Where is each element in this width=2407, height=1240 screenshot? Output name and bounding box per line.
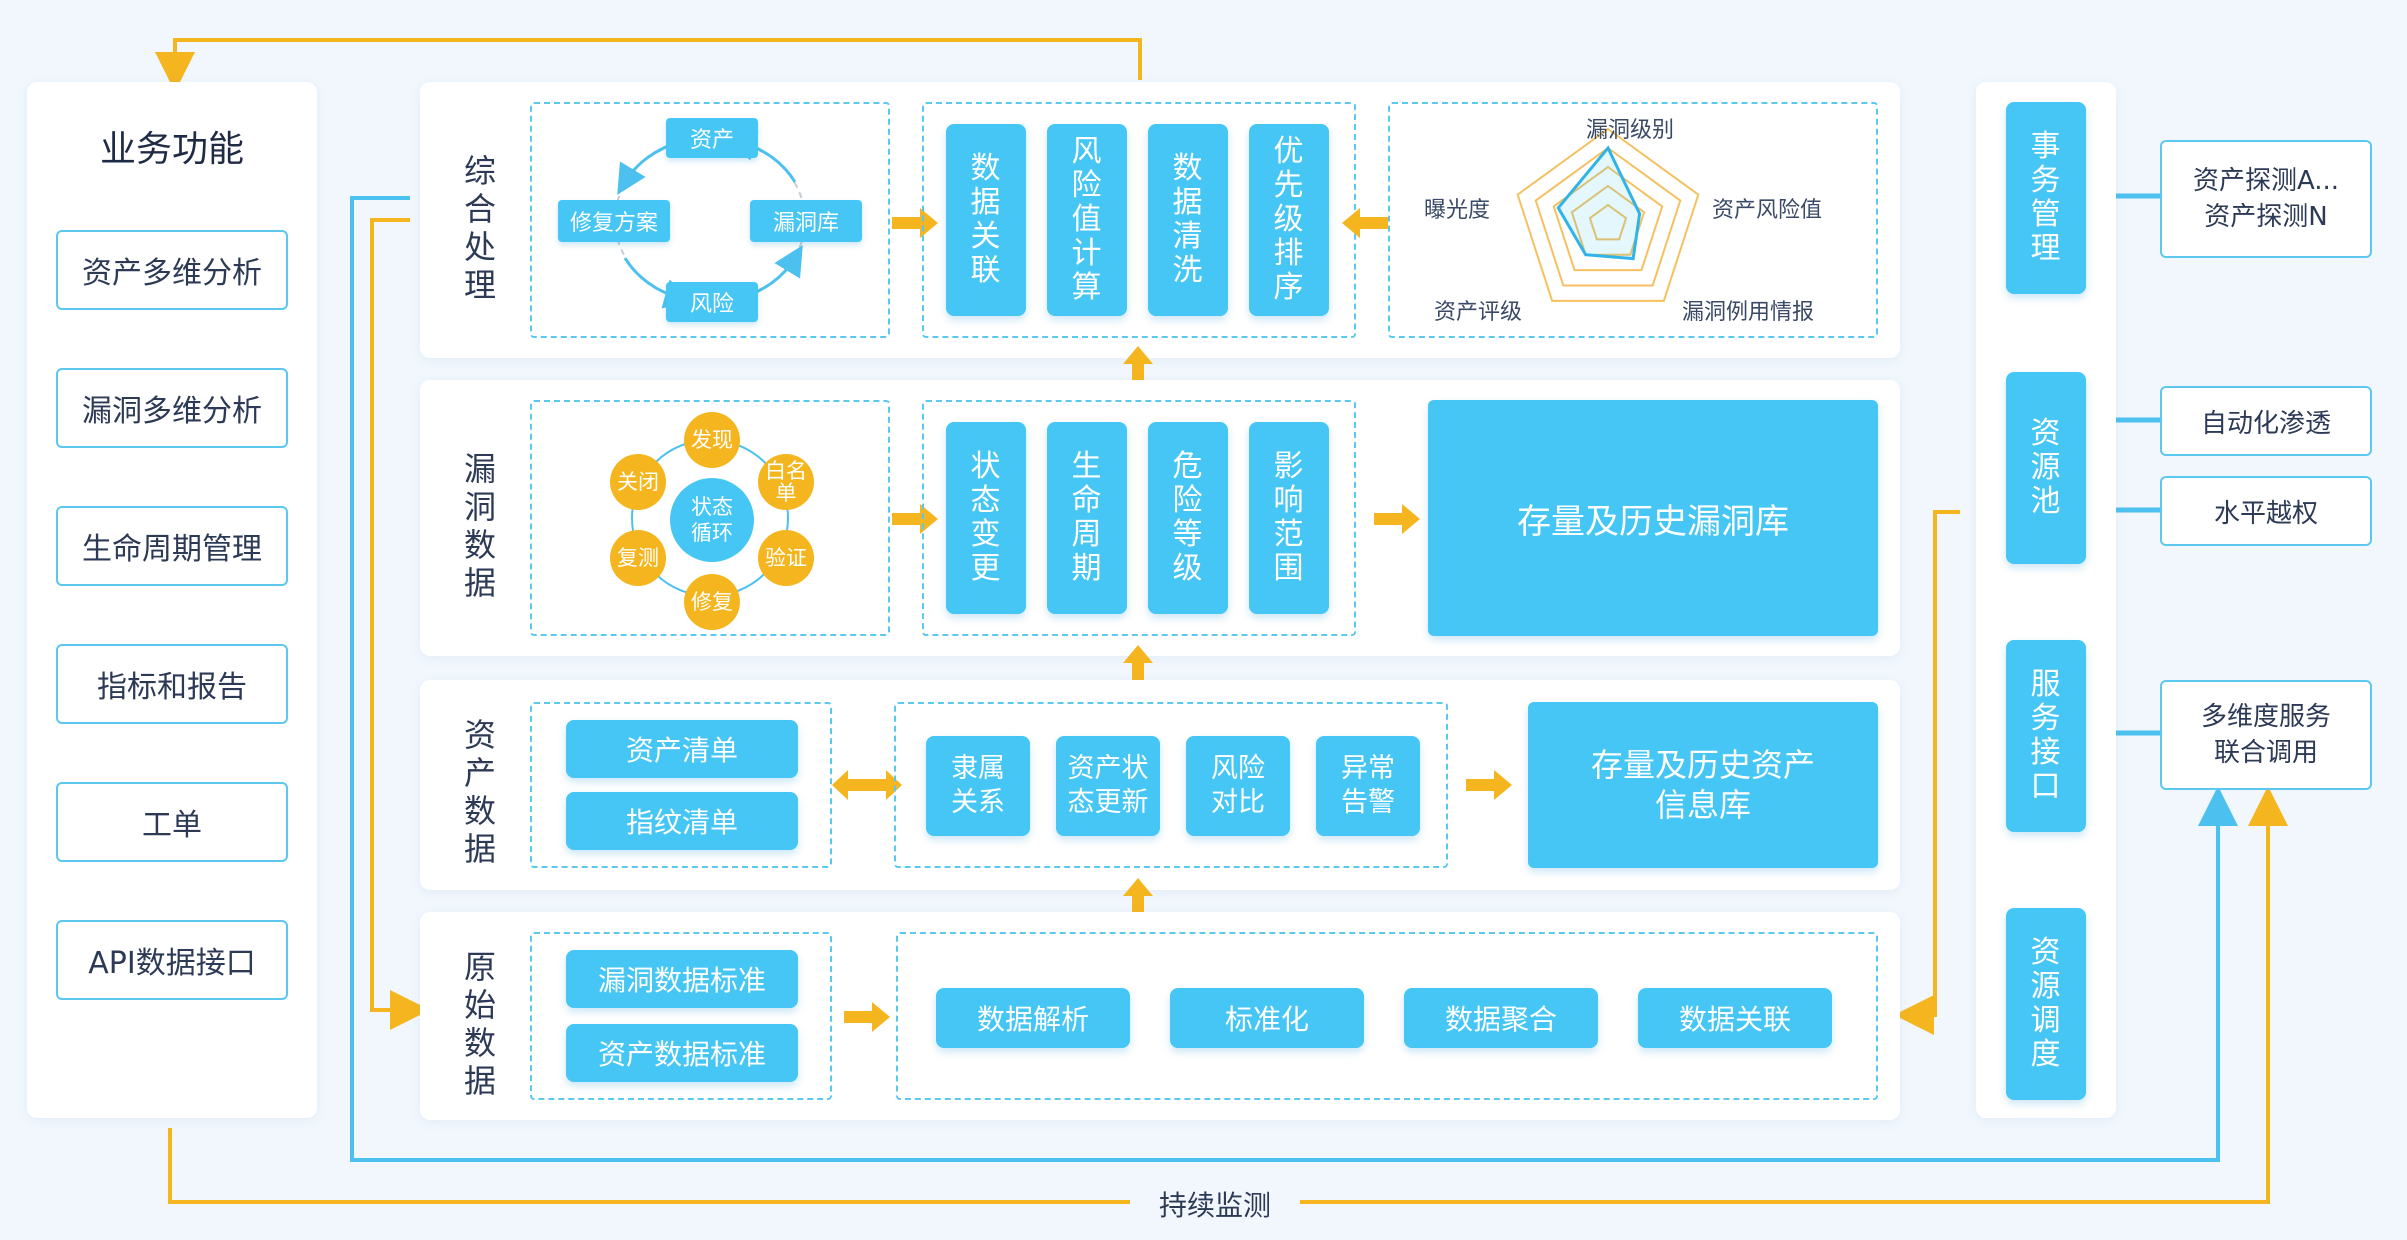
- step-risk-compare[interactable]: 风险对比: [1186, 736, 1290, 836]
- asset-list-button[interactable]: 资产清单: [566, 720, 798, 778]
- step-asset-status-update[interactable]: 资产状态更新: [1056, 736, 1160, 836]
- arrow-up-icon: [1123, 878, 1153, 922]
- step-state-change[interactable]: 状态变更: [946, 422, 1026, 614]
- arrow-left-icon: [1342, 208, 1388, 238]
- target-multi-service[interactable]: 多维度服务 联合调用: [2160, 680, 2372, 790]
- cycle-node-fix-plan: 修复方案: [558, 200, 670, 242]
- state-cycle-center: 状态循环: [670, 478, 754, 562]
- row-label-vuln: 漏洞数据: [463, 450, 496, 602]
- module-resource-pool[interactable]: 资源池: [2006, 372, 2086, 564]
- step-risk-calc[interactable]: 风险值计算: [1047, 124, 1127, 316]
- remediation-cycle-box: 资产 漏洞库 风险 修复方案: [530, 102, 890, 338]
- step-data-link[interactable]: 数据关联: [1638, 988, 1832, 1048]
- step-data-parse[interactable]: 数据解析: [936, 988, 1130, 1048]
- vuln-history-store[interactable]: 存量及历史漏洞库: [1428, 400, 1878, 636]
- step-data-correlation[interactable]: 数据关联: [946, 124, 1026, 316]
- processing-steps-box: 数据关联 风险值计算 数据清洗 优先级排序: [922, 102, 1356, 338]
- arrow-both-icon: [832, 770, 902, 800]
- arrow-up-icon: [1123, 645, 1153, 689]
- step-standardize[interactable]: 标准化: [1170, 988, 1364, 1048]
- business-function-panel: 业务功能 资产多维分析 漏洞多维分析 生命周期管理 指标和报告 工单 API数据…: [27, 82, 317, 1118]
- step-label: 生命周期: [1071, 449, 1103, 586]
- module-resource-schedule[interactable]: 资源调度: [2006, 908, 2086, 1100]
- radar-axis-exploit-intel: 漏洞例用情报: [1682, 300, 1815, 325]
- asset-steps-box: 隶属关系 资产状态更新 风险对比 异常告警: [894, 702, 1448, 868]
- step-label: 优先级排序: [1273, 134, 1305, 305]
- radar-grid-ring: [1552, 165, 1664, 272]
- asset-data-standard-button[interactable]: 资产数据标准: [566, 1024, 798, 1082]
- function-item-metrics-report[interactable]: 指标和报告: [56, 644, 288, 724]
- vuln-steps-box: 状态变更 生命周期 危险等级 影响范围: [922, 400, 1356, 636]
- state-node-retest: 复测: [610, 530, 666, 586]
- target-horizontal-privesc[interactable]: 水平越权: [2160, 476, 2372, 546]
- step-label: 数据清洗: [1172, 151, 1204, 288]
- step-impact-scope[interactable]: 影响范围: [1249, 422, 1329, 614]
- row-raw-data: 原始数据 漏洞数据标准 资产数据标准 数据解析 标准化 数据聚合 数据关联: [420, 912, 1900, 1120]
- step-label: 影响范围: [1273, 449, 1305, 586]
- radar-value-polygon: [1556, 145, 1642, 261]
- target-asset-probe[interactable]: 资产探测A... 资产探测N: [2160, 140, 2372, 258]
- vuln-data-standard-button[interactable]: 漏洞数据标准: [566, 950, 798, 1008]
- module-transaction-mgmt[interactable]: 事务管理: [2006, 102, 2086, 294]
- radar-axis-vuln-level: 漏洞级别: [1585, 118, 1674, 143]
- radar-box: 漏洞级别 资产风险值 漏洞例用情报 资产评级 曝光度: [1388, 102, 1878, 338]
- step-danger-level[interactable]: 危险等级: [1148, 422, 1228, 614]
- arrow-right-icon: [844, 1002, 890, 1032]
- row-vuln-data: 漏洞数据 状态循环 发现 白名单 验证 修复 复测 关闭 状态变更 生命周期 危…: [420, 380, 1900, 656]
- fingerprint-list-button[interactable]: 指纹清单: [566, 792, 798, 850]
- state-node-close: 关闭: [610, 454, 666, 510]
- step-label: 风险值计算: [1071, 134, 1103, 305]
- step-affiliation[interactable]: 隶属关系: [926, 736, 1030, 836]
- row-label-asset: 资产数据: [463, 716, 496, 868]
- radar-axis-asset-risk: 资产风险值: [1712, 198, 1823, 223]
- step-lifecycle[interactable]: 生命周期: [1047, 422, 1127, 614]
- step-anomaly-alert[interactable]: 异常告警: [1316, 736, 1420, 836]
- step-data-cleaning[interactable]: 数据清洗: [1148, 124, 1228, 316]
- step-data-aggregate[interactable]: 数据聚合: [1404, 988, 1598, 1048]
- vuln-state-cycle-box: 状态循环 发现 白名单 验证 修复 复测 关闭: [530, 400, 890, 636]
- footer-monitor-label: 持续监测: [1130, 1184, 1300, 1224]
- function-item-vuln-analysis[interactable]: 漏洞多维分析: [56, 368, 288, 448]
- arrow-right-icon: [1466, 770, 1512, 800]
- function-item-ticket[interactable]: 工单: [56, 782, 288, 862]
- arrow-right-icon: [892, 208, 938, 238]
- cycle-node-vuln-lib: 漏洞库: [750, 200, 862, 242]
- row-comprehensive: 综合处理 资产 漏洞库 风险 修复方案 数据关联 风险值计算 数据清洗 优先级排…: [420, 82, 1900, 358]
- radar-chart: [1516, 127, 1700, 302]
- state-node-whitelist: 白名单: [758, 454, 814, 510]
- arrow-right-icon: [892, 504, 938, 534]
- target-auto-pentest[interactable]: 自动化渗透: [2160, 386, 2372, 456]
- resource-panel: 事务管理 资源池 服务接口 资源调度: [1976, 82, 2116, 1118]
- asset-lists-box: 资产清单 指纹清单: [530, 702, 832, 868]
- state-node-fix: 修复: [684, 574, 740, 630]
- arrow-up-icon: [1123, 346, 1153, 390]
- function-item-api[interactable]: API数据接口: [56, 920, 288, 1000]
- arrow-right-icon: [1374, 504, 1420, 534]
- data-standards-box: 漏洞数据标准 资产数据标准: [530, 932, 832, 1100]
- row-label-raw: 原始数据: [463, 948, 496, 1100]
- row-label-comprehensive: 综合处理: [463, 152, 496, 304]
- radar-axis-asset-rating: 资产评级: [1434, 300, 1523, 325]
- business-function-title: 业务功能: [99, 129, 244, 170]
- cycle-node-risk: 风险: [666, 282, 758, 322]
- state-node-verify: 验证: [758, 530, 814, 586]
- state-node-discover: 发现: [684, 412, 740, 468]
- radar-grid-ring: [1588, 203, 1628, 241]
- module-service-interface[interactable]: 服务接口: [2006, 640, 2086, 832]
- radar-grid-ring: [1516, 127, 1700, 302]
- function-item-lifecycle[interactable]: 生命周期管理: [56, 506, 288, 586]
- cycle-node-asset: 资产: [666, 118, 758, 158]
- asset-history-store[interactable]: 存量及历史资产信息库: [1528, 702, 1878, 868]
- radar-grid-ring: [1534, 146, 1682, 287]
- step-label: 危险等级: [1172, 449, 1204, 586]
- row-asset-data: 资产数据 资产清单 指纹清单 隶属关系 资产状态更新 风险对比 异常告警 存量及…: [420, 680, 1900, 890]
- step-label: 状态变更: [970, 449, 1002, 586]
- radar-axis-exposure: 曝光度: [1424, 198, 1491, 223]
- step-label: 数据关联: [970, 151, 1002, 288]
- raw-steps-box: 数据解析 标准化 数据聚合 数据关联: [896, 932, 1878, 1100]
- step-priority-sort[interactable]: 优先级排序: [1249, 124, 1329, 316]
- function-item-asset-analysis[interactable]: 资产多维分析: [56, 230, 288, 310]
